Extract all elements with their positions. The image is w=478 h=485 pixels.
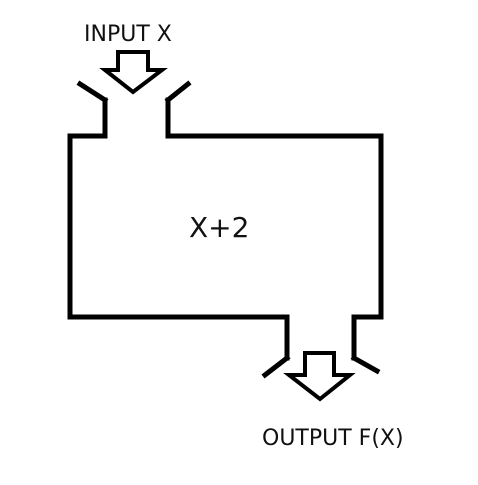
input-arrow-icon: [99, 50, 168, 95]
output-funnel-left-flare: [261, 354, 291, 379]
machine-body-outline-right: [165, 133, 384, 361]
output-label: OUTPUT F(X): [262, 426, 404, 451]
input-funnel-left-flare: [76, 80, 109, 104]
output-funnel-right-flare: [350, 354, 381, 375]
input-funnel-right-flare: [164, 80, 192, 104]
output-arrow-icon: [283, 351, 356, 402]
function-label: X+2: [189, 211, 250, 244]
input-label: INPUT X: [84, 22, 172, 47]
machine-body-outline: [67, 133, 290, 361]
